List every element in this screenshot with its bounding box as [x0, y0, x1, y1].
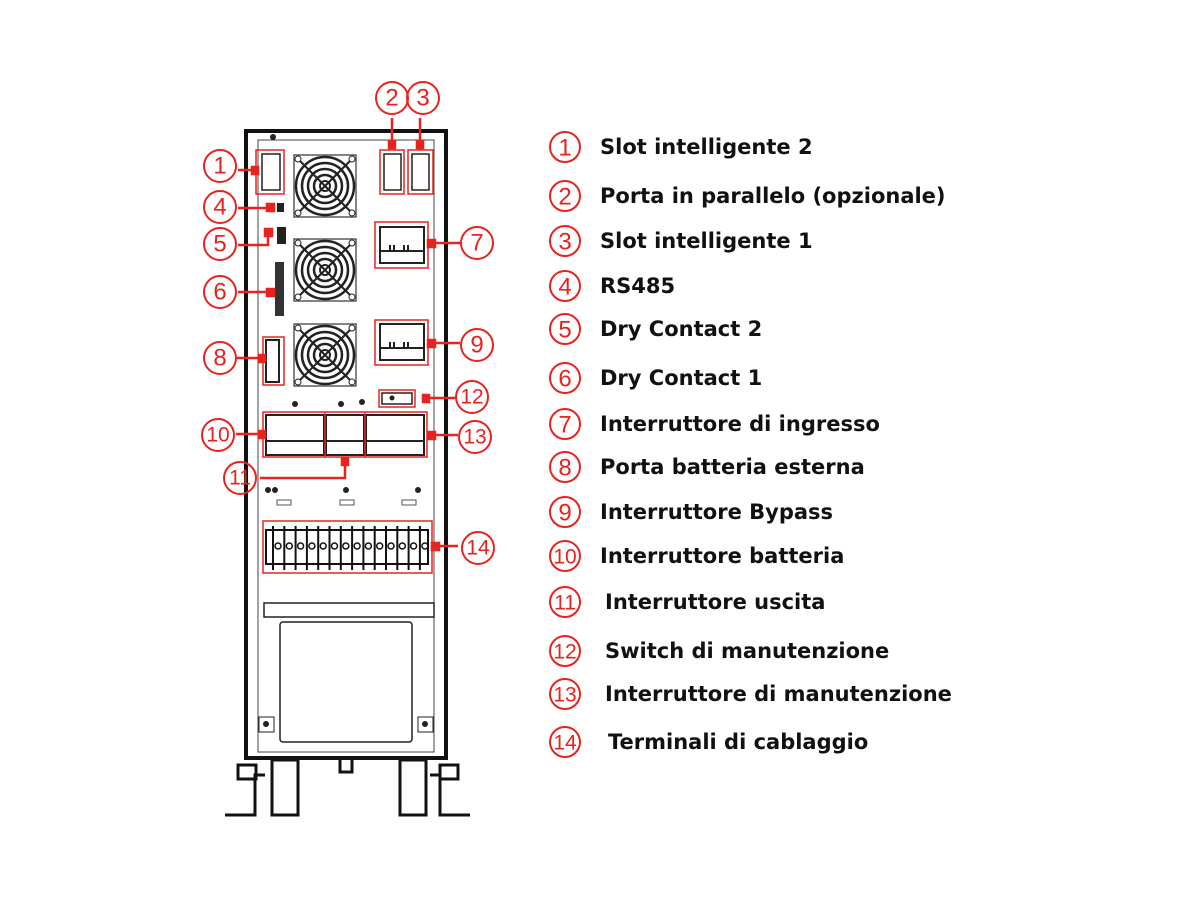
- legend-label: Interruttore di ingresso: [600, 412, 880, 436]
- legend-label: Slot intelligente 2: [600, 135, 813, 159]
- legend-number: 13: [553, 684, 576, 707]
- callout-2: 2: [385, 85, 398, 112]
- terminal-screw: [296, 542, 305, 550]
- legend-label: Terminali di cablaggio: [608, 730, 869, 754]
- legend-label: Porta batteria esterna: [600, 455, 865, 479]
- terminal-screw: [375, 542, 384, 550]
- callout-13: 13: [463, 426, 486, 449]
- terminal-screw: [364, 542, 373, 550]
- legend-label: Interruttore Bypass: [600, 500, 834, 524]
- legend-number: 1: [558, 135, 571, 162]
- legend-number: 12: [553, 641, 576, 664]
- terminal-block: [272, 526, 429, 570]
- legend-item: 2 Porta in parallelo (opzionale): [548, 178, 946, 214]
- callout-circles: [201, 81, 495, 565]
- legend-item: 11 Interruttore uscita: [548, 584, 825, 620]
- legend-number: 9: [558, 500, 571, 527]
- legend-item: 7 Interruttore di ingresso: [548, 406, 880, 442]
- legend-label: Switch di manutenzione: [605, 639, 890, 663]
- legend-number: 14: [553, 732, 577, 755]
- legend-label: Dry Contact 1: [600, 366, 763, 390]
- terminal-screw: [319, 542, 327, 550]
- legend-label: Slot intelligente 1: [600, 229, 813, 253]
- legend-item: 12 Switch di manutenzione: [548, 633, 889, 669]
- terminal-screw: [421, 542, 429, 550]
- legend-number: 6: [558, 366, 571, 393]
- terminal-screw: [274, 542, 282, 550]
- legend-number: 5: [558, 317, 571, 344]
- legend-item: 6 Dry Contact 1: [548, 360, 762, 396]
- leader-lines: [236, 118, 460, 552]
- legend-label: Dry Contact 2: [600, 317, 763, 341]
- legend-item: 8 Porta batteria esterna: [548, 449, 865, 485]
- legend-item: 3 Slot intelligente 1: [548, 223, 813, 259]
- terminal-screw: [285, 542, 294, 550]
- callout-11: 11: [229, 467, 251, 490]
- legend-item: 5 Dry Contact 2: [548, 311, 762, 347]
- legend-item: 13 Interruttore di manutenzione: [548, 676, 952, 712]
- legend-number: 3: [558, 229, 571, 256]
- legend-item: 14 Terminali di cablaggio: [548, 724, 868, 760]
- terminal-screw: [398, 542, 407, 550]
- callout-5: 5: [213, 231, 226, 258]
- callout-12: 12: [460, 386, 483, 409]
- legend-label: RS485: [600, 274, 676, 298]
- legend-number: 11: [554, 592, 576, 615]
- callout-1: 1: [213, 153, 226, 180]
- callout-3: 3: [416, 85, 429, 112]
- legend-label: Interruttore uscita: [605, 590, 826, 614]
- legend-label: Porta in parallelo (opzionale): [600, 184, 946, 208]
- legend-number: 4: [558, 274, 571, 301]
- callout-8: 8: [213, 345, 226, 372]
- legend-item: 10 Interruttore batteria: [548, 538, 844, 574]
- terminal-screw: [330, 542, 339, 550]
- legend-number: 2: [558, 184, 571, 211]
- terminal-screw: [409, 542, 418, 550]
- callout-14: 14: [466, 537, 490, 560]
- legend-item: 1 Slot intelligente 2: [548, 129, 813, 165]
- legend-number: 10: [553, 546, 576, 569]
- terminal-screw: [342, 542, 350, 550]
- terminal-screw: [308, 542, 316, 550]
- legend-label: Interruttore batteria: [600, 544, 845, 568]
- legend-label: Interruttore di manutenzione: [605, 682, 952, 706]
- callout-9: 9: [470, 332, 483, 359]
- ups-cabinet: [225, 129, 470, 817]
- legend-number: 8: [558, 455, 571, 482]
- callout-10: 10: [206, 424, 229, 447]
- callout-4: 4: [213, 194, 226, 221]
- legend-item: 9 Interruttore Bypass: [548, 494, 833, 530]
- legend-item: 4 RS485: [548, 268, 675, 304]
- callout-7: 7: [470, 230, 483, 257]
- terminal-screw: [353, 542, 361, 550]
- legend-number: 7: [558, 412, 571, 439]
- casters: [225, 756, 470, 817]
- callout-6: 6: [213, 279, 226, 306]
- terminal-screw: [387, 542, 395, 550]
